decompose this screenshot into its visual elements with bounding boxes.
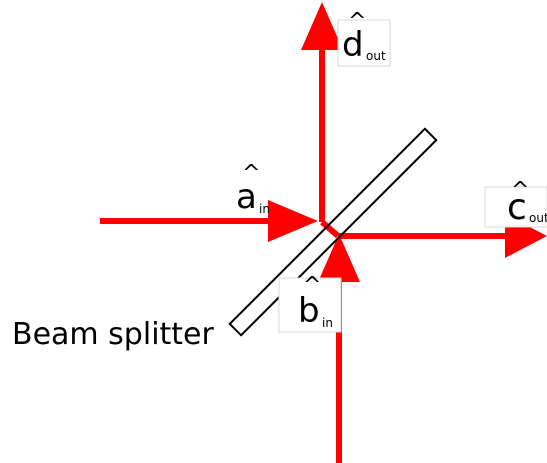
label-b-in: b ^ in — [298, 273, 333, 331]
beam-b-in — [318, 234, 360, 463]
beam-splitter-label: Beam splitter — [12, 317, 215, 352]
label-a-hat: ^ — [242, 161, 260, 186]
label-box-b — [278, 277, 342, 333]
label-d-sub: out — [366, 49, 386, 63]
label-b-sub: in — [322, 316, 333, 330]
beam-d-out — [301, 2, 343, 222]
label-c-out: c ^ out — [507, 178, 547, 228]
label-b-hat: ^ — [303, 273, 321, 298]
label-d-symbol: d — [342, 25, 364, 65]
label-d-hat: ^ — [348, 9, 366, 34]
label-a-symbol: a — [236, 177, 257, 217]
label-a-sub: in — [259, 202, 270, 216]
arrowhead-b-in — [318, 234, 360, 282]
label-a-in: a ^ in — [236, 161, 270, 217]
label-c-symbol: c — [507, 187, 527, 228]
label-box-d — [337, 19, 391, 67]
label-c-sub: out — [529, 211, 547, 225]
label-box-c — [484, 186, 547, 228]
beam-internal-segment — [320, 219, 340, 239]
beam-splitter — [228, 127, 438, 337]
arrowhead-d-out — [301, 2, 343, 50]
label-d-out: d ^ out — [342, 9, 386, 65]
arrowhead-a-in — [268, 200, 318, 242]
label-b-symbol: b — [298, 291, 320, 331]
beam-a-in — [100, 200, 318, 242]
label-c-hat: ^ — [511, 178, 529, 203]
